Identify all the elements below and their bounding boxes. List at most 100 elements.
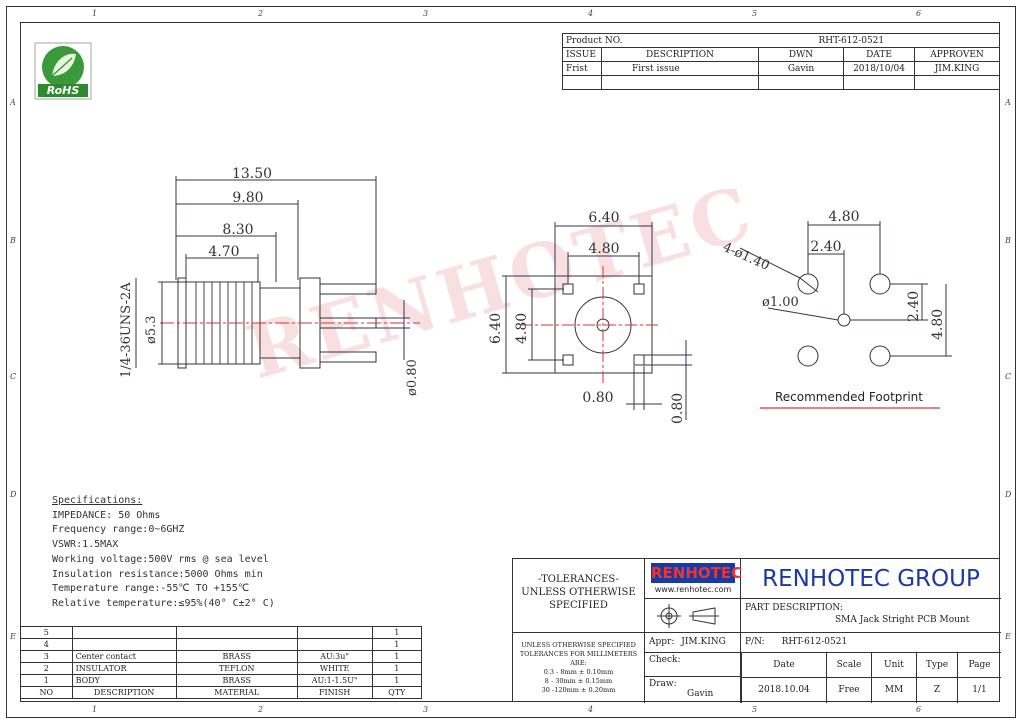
zone-left-e: E [10,632,16,641]
bom-material [175,638,298,651]
dim-dia-5-3: ø5.3 [144,315,159,344]
footprint-center-hole [837,313,851,327]
zone-top-4: 4 [588,9,594,18]
logo-text: RENHOTEC [651,563,743,583]
tb-header-unit: Unit [871,653,917,678]
check-label: Check: [649,655,681,665]
spec-insulation: Insulation resistance:5000 Ohms min [52,568,263,580]
bom-header-description: DESCRIPTION [71,686,177,699]
bom-no: 3 [20,650,73,663]
zone-bottom-2: 2 [258,705,264,714]
footprint-label: Recommended Footprint [775,390,923,404]
appr-label: Appr: [649,637,675,647]
specifications: Specifications: IMPEDANCE: 50 Ohms Frequ… [52,494,275,612]
zone-right-c: C [1005,372,1012,381]
part-desc-value: SMA Jack Stright PCB Mount [835,615,970,625]
tb-page: 1/1 [957,676,1001,703]
zone-top-3: 3 [423,9,429,18]
dim-4-70: 4.70 [208,244,239,260]
pin-upper [319,283,377,295]
drawing-border [20,22,1000,702]
appr-value: JIM.KING [681,637,726,647]
tolerance-table: UNLESS OTHERWISE SPECIFIED TOLERANCES FO… [513,633,645,703]
draw-cell: Draw: Gavin [645,677,741,703]
spec-title: Specifications: [52,495,143,506]
bom-description: Center contact [71,650,177,663]
bom-header-material: MATERIAL [175,686,298,699]
zone-top-1: 1 [92,9,98,18]
rohs-leaf-icon [34,42,92,100]
footprint-hole-2 [869,273,891,295]
bom-finish: AU:3u" [296,650,373,663]
spec-vswr: VSWR:1.5MAX [52,539,119,551]
bom-description [71,638,177,651]
tol-small-1: UNLESS OTHERWISE SPECIFIED [521,641,636,649]
dim-0-80-a: 0.80 [582,390,613,406]
bom-row: 5 1 [20,626,422,639]
spec-impedance: IMPEDANCE: 50 Ohms [52,509,161,521]
check-cell: Check: [645,653,741,677]
footprint-hole-4 [869,345,891,367]
zone-left-a: A [10,98,16,107]
approver-cell: Appr: JIM.KING [645,633,741,653]
bom-table: 5 1 4 1 3 Center contact BRASS AU:3u" 1 … [20,626,422,699]
company-logo: RENHOTEC www.renhotec.com [645,559,743,599]
bom-header-finish: FINISH [296,686,373,699]
part-desc-label: PART DESCRIPTION: [745,603,843,613]
bom-finish [296,626,373,639]
zone-left-c: C [10,372,17,381]
part-description: PART DESCRIPTION: SMA Jack Stright PCB M… [741,599,1001,633]
fp-dim-4-dia-1-40: 4-ø1.40 [720,240,771,274]
revision-table: Product NO. RHT-612-0521 ISSUE DESCRIPTI… [562,33,1000,90]
bom-material: BRASS [175,674,298,687]
company-name: RENHOTEC GROUP [741,559,1001,599]
spec-voltage: Working voltage:500V rms @ sea level [52,553,269,565]
tb-scale: Free [826,676,872,703]
dim-dia-0-80-pin: ø0.80 [405,359,420,396]
zone-left-b: B [10,236,16,245]
draw-value: Gavin [687,689,714,699]
zone-bottom-6: 6 [916,705,922,714]
tol-small-5: 30 -120mm ± 0.20mm [541,686,616,694]
footprint-hole-3 [797,345,819,367]
zone-bottom-3: 3 [423,705,429,714]
tol-small-4: 8 - 30mm ± 0.15mm [544,677,613,685]
zone-top-6: 6 [916,9,922,18]
dim-13-50: 13.50 [232,166,272,182]
website-text: www.renhotec.com [654,585,732,594]
zone-top-2: 2 [258,9,264,18]
bom-qty: 1 [371,638,422,651]
dim-6-40-height: 6.40 [488,313,504,344]
tb-type: Z [916,676,958,703]
bom-row: 3 Center contact BRASS AU:3u" 1 [20,650,422,663]
bom-finish [296,638,373,651]
tol-line-2: UNLESS OTHERWISE [521,587,636,598]
spec-frequency: Frequency range:0~6GHZ [52,524,185,536]
zone-left-d: D [10,490,17,499]
dim-0-80-b: 0.80 [670,393,686,424]
dim-6-40-width: 6.40 [588,210,619,226]
tb-unit: MM [871,676,917,703]
tb-header-scale: Scale [826,653,872,678]
tolerance-heading: -TOLERANCES- UNLESS OTHERWISE SPECIFIED [513,559,645,633]
bom-qty: 1 [371,650,422,663]
bom-no: 5 [20,626,73,639]
bom-qty: 1 [371,626,422,639]
zone-right-b: B [1005,236,1011,245]
bom-header-qty: QTY [371,686,422,699]
bom-material: BRASS [175,650,298,663]
fp-dim-2-40-width: 2.40 [810,239,841,255]
bom-qty: 1 [371,662,422,675]
tol-line-1: -TOLERANCES- [538,574,619,585]
tb-header-page: Page [957,653,1001,678]
bom-qty: 1 [371,674,422,687]
projection-symbol [645,599,741,633]
bom-finish: WHITE [296,662,373,675]
zone-right-a: A [1005,98,1011,107]
bom-no: 1 [20,674,73,687]
bom-description: BODY [71,674,177,687]
bom-no: 2 [20,662,73,675]
dim-4-80-height: 4.80 [514,313,530,344]
tol-small-2: TOLERANCES FOR MILLIMETERS ARE: [519,650,638,667]
